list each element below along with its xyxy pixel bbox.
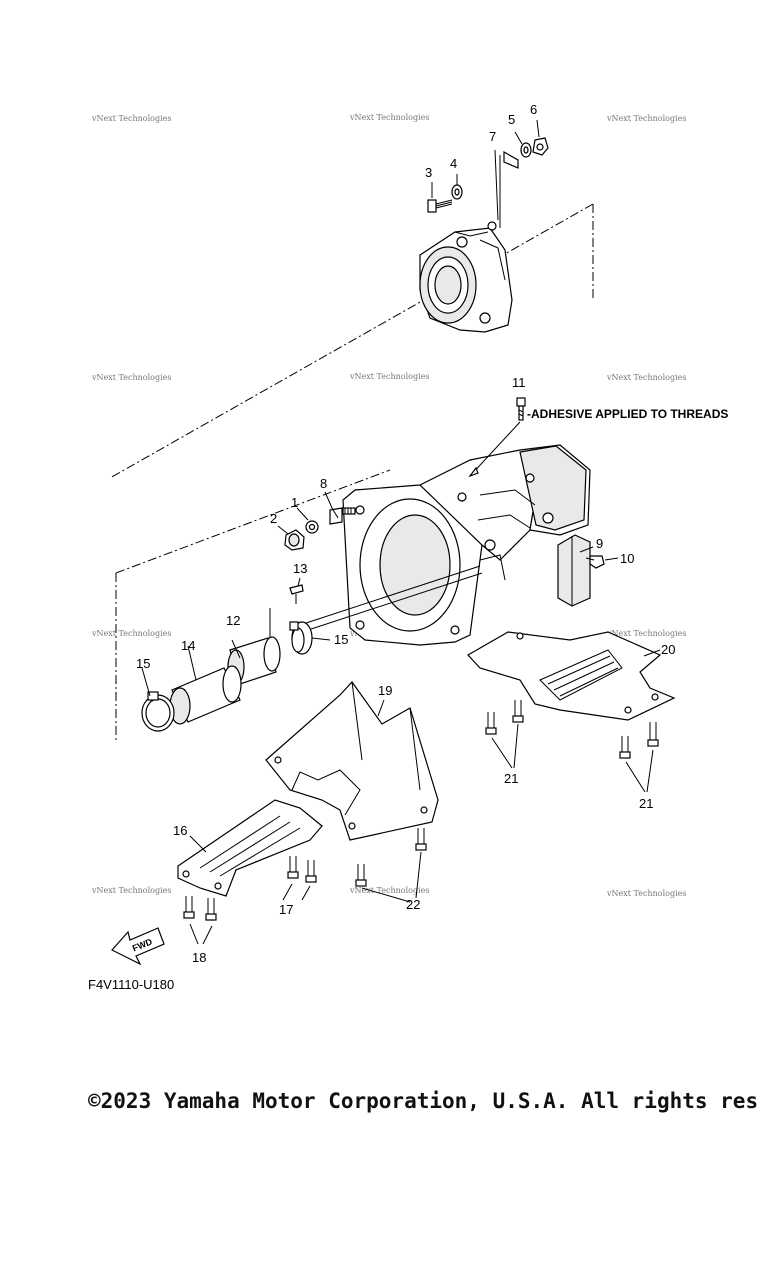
jet-pump-housing bbox=[342, 444, 591, 646]
callout-18: 18 bbox=[192, 950, 206, 965]
bolt-3 bbox=[427, 199, 453, 213]
callout-21: 21 bbox=[639, 796, 653, 811]
leader-line-19 bbox=[377, 699, 385, 717]
diagram-code: F4V1110-U180 bbox=[88, 977, 174, 992]
leader-line-16 bbox=[189, 835, 207, 853]
callout-10: 10 bbox=[620, 551, 634, 566]
washer-4 bbox=[451, 184, 463, 200]
drive-shaft bbox=[299, 565, 483, 633]
watermark: vNext Technologies bbox=[606, 889, 686, 898]
callout-1: 1 bbox=[291, 495, 298, 510]
leader-lines-top bbox=[431, 119, 540, 228]
washer-5 bbox=[520, 142, 532, 158]
plate-7 bbox=[503, 150, 519, 169]
callout-14: 14 bbox=[181, 638, 195, 653]
leader-line-13 bbox=[269, 577, 301, 640]
bolts-21-left bbox=[485, 700, 524, 769]
callout-11: 11 bbox=[512, 375, 526, 390]
leader-lines-left bbox=[141, 637, 331, 697]
callout-22: 22 bbox=[406, 897, 420, 912]
callout-15: 15 bbox=[334, 632, 348, 647]
callout-21: 21 bbox=[504, 771, 518, 786]
screw-13 bbox=[289, 584, 304, 604]
bolt-10 bbox=[585, 555, 605, 569]
callout-20: 20 bbox=[661, 642, 675, 657]
callout-numbers: 1 2 3 4 5 6 7 8 9 10 11 12 13 14 15 15 1… bbox=[136, 102, 675, 965]
watermark: vNext Technologies bbox=[91, 886, 171, 895]
arrowhead bbox=[468, 466, 479, 478]
nut-6 bbox=[532, 137, 549, 156]
callout-6: 6 bbox=[530, 102, 537, 117]
watermark: vNext Technologies bbox=[606, 373, 686, 382]
bearing-housing bbox=[419, 221, 513, 333]
hose-clamp-15-right bbox=[289, 621, 313, 655]
assembly-frame-lines bbox=[109, 203, 594, 740]
callout-16: 16 bbox=[173, 823, 187, 838]
bolts-22 bbox=[355, 828, 427, 903]
callout-2: 2 bbox=[270, 511, 277, 526]
ride-plate-19 bbox=[265, 681, 439, 841]
watermark: vNext Technologies bbox=[91, 373, 171, 382]
bolts-17 bbox=[282, 856, 317, 901]
forward-arrow-icon: FWD bbox=[111, 927, 165, 966]
callout-12: 12 bbox=[226, 613, 240, 628]
leader-lines-right bbox=[579, 546, 619, 561]
watermark: vNext Technologies bbox=[606, 629, 686, 638]
callout-7: 7 bbox=[489, 129, 496, 144]
hose-clamp-15-left bbox=[141, 691, 175, 732]
hose-14 bbox=[169, 665, 242, 725]
bolts-21-right bbox=[619, 722, 659, 793]
bolt-11 bbox=[516, 397, 526, 421]
leader-lines-mid bbox=[277, 491, 339, 535]
callout-19: 19 bbox=[378, 683, 392, 698]
adhesive-leader-line bbox=[469, 421, 521, 477]
leader-line-20 bbox=[643, 649, 661, 657]
copyright-notice: ©2023 Yamaha Motor Corporation, U.S.A. A… bbox=[88, 1089, 759, 1113]
watermark: vNext Technologies bbox=[349, 113, 429, 122]
watermark: vNext Technologies bbox=[349, 372, 429, 381]
watermark: vNext Technologies bbox=[91, 629, 171, 638]
washer-1 bbox=[305, 520, 319, 534]
pad-9 bbox=[557, 534, 591, 607]
watermark: vNext Technologies bbox=[606, 114, 686, 123]
callout-15: 15 bbox=[136, 656, 150, 671]
callout-5: 5 bbox=[508, 112, 515, 127]
callout-3: 3 bbox=[425, 165, 432, 180]
callout-9: 9 bbox=[596, 536, 603, 551]
intake-grate-20 bbox=[467, 631, 676, 721]
callout-17: 17 bbox=[279, 902, 293, 917]
grate-16 bbox=[177, 799, 323, 897]
watermark: vNext Technologies bbox=[349, 886, 429, 895]
bracket-8 bbox=[329, 507, 343, 525]
callout-4: 4 bbox=[450, 156, 457, 171]
stud-bolt bbox=[342, 507, 356, 515]
watermark: vNext Technologies bbox=[91, 114, 171, 123]
bolts-18 bbox=[183, 896, 217, 945]
callout-13: 13 bbox=[293, 561, 307, 576]
callout-8: 8 bbox=[320, 476, 327, 491]
adhesive-note: -ADHESIVE APPLIED TO THREADS bbox=[527, 407, 728, 421]
nut-2 bbox=[284, 529, 305, 551]
